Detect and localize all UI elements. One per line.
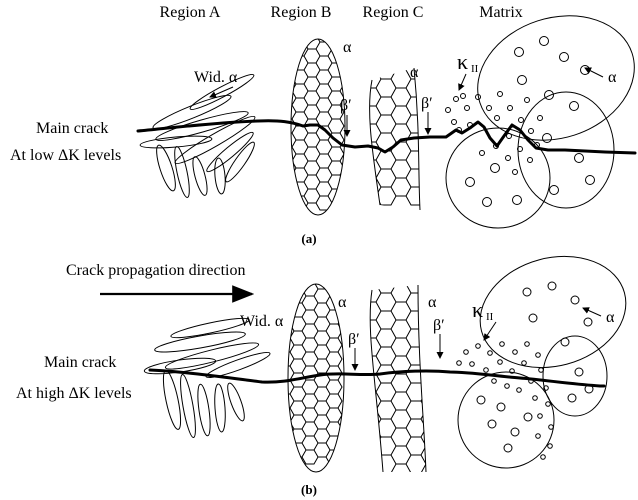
panel-a-main-crack (136, 119, 637, 155)
panel-a-matrix-grain-bottom (445, 127, 551, 229)
panel-b-beta-2: β′ (433, 317, 445, 334)
panel-b-direction-label: Crack propagation direction (66, 262, 246, 279)
panel-a-kappa-subscript: II (471, 63, 479, 75)
panel-a-region-c-left-edge (369, 79, 381, 206)
panel-a-beta-1: β′ (340, 97, 352, 114)
panel-b-region-c-alpha: α (428, 294, 437, 311)
panel-b: Crack propagation direction Wid. α α (16, 255, 627, 497)
panel-a-region-b-outline (290, 38, 346, 216)
region-b-label: Region B (271, 4, 332, 21)
panel-a-matrix-alpha: α (608, 69, 617, 86)
panel-b-matrix-alpha: α (606, 309, 615, 326)
panel-b-beta-1: β′ (348, 331, 360, 348)
panel-b-region-b-alpha: α (338, 294, 347, 311)
panel-b-region-c-right-edge (417, 284, 427, 473)
panel-b-matrix-grain-bottom (457, 371, 555, 469)
panel-b-kappa-subscript: II (486, 311, 494, 323)
panel-a-region-c-alpha: α (410, 64, 419, 81)
panel-b-region-c-colony (369, 284, 427, 473)
region-c-label: Region C (363, 4, 424, 21)
panel-a-widmanstatten-lamellae (139, 74, 256, 198)
panel-b-main-crack-label: Main crack (44, 354, 116, 371)
panel-a-wid-alpha-label: Wid. α (194, 69, 238, 86)
panel-a: Wid. α α α β′ β′ (10, 15, 637, 246)
panel-b-caption: (b) (301, 482, 317, 497)
panel-b-region-b-grain (287, 283, 345, 473)
panel-b-matrix-grain-right (542, 335, 608, 417)
panel-a-caption: (a) (301, 231, 316, 246)
panel-b-kappa-label: κ (472, 297, 483, 322)
panel-a-region-c-right-edge (413, 67, 421, 211)
panel-b-wid-alpha-label: Wid. α (240, 313, 284, 330)
panel-b-widmanstatten-lamellae (143, 317, 271, 439)
panel-a-region-b-alpha: α (343, 39, 352, 56)
panel-b-region-c-left-edge (369, 289, 384, 473)
panel-b-region-b-outline (287, 283, 345, 473)
panel-a-main-crack-label: Main crack (36, 120, 108, 137)
panel-b-main-crack (148, 368, 606, 388)
panel-a-level-label: At low ΔK levels (10, 147, 121, 164)
panel-b-matrix-grain-top (479, 255, 627, 369)
panel-a-beta-2: β′ (421, 95, 433, 112)
panel-b-matrix (456, 255, 627, 469)
panel-b-level-label: At high ΔK levels (16, 385, 132, 402)
panel-a-kappa-label: κ (457, 49, 468, 74)
matrix-label: Matrix (479, 4, 523, 21)
panel-a-matrix-grain-top (477, 15, 635, 141)
region-a-label: Region A (160, 4, 221, 21)
panel-b-region-c-hex-mesh (370, 285, 426, 472)
panel-a-matrix (445, 15, 635, 229)
